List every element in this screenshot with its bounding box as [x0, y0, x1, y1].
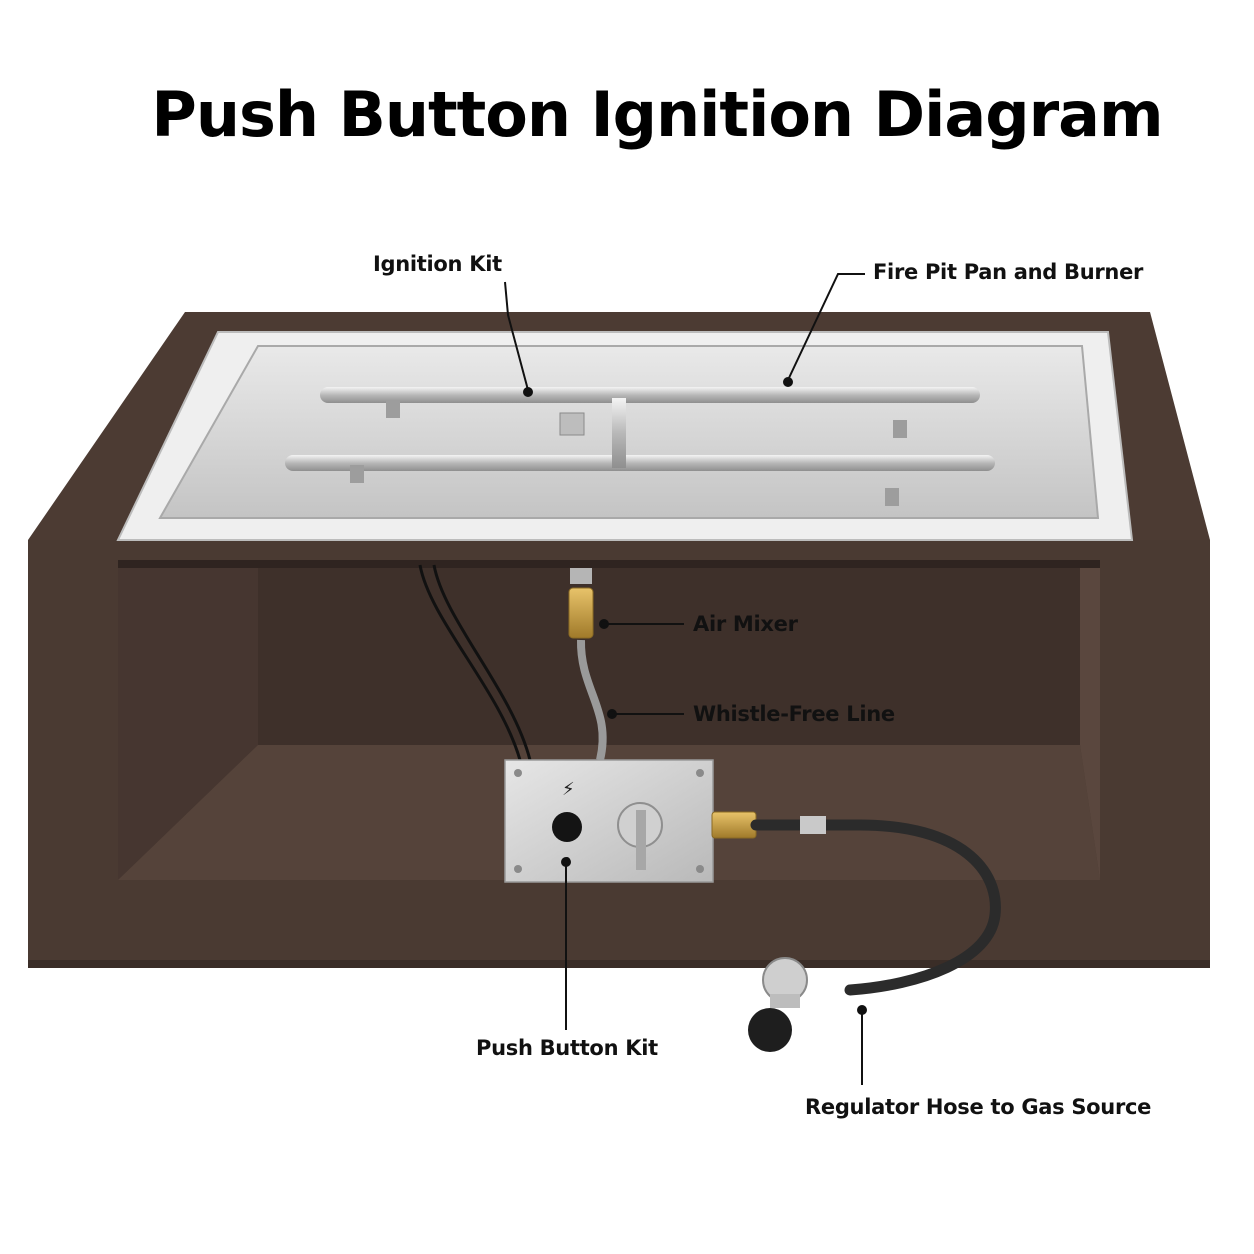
- regulator-hose: [750, 819, 1001, 996]
- valve-brass-fitting: [711, 811, 757, 839]
- callout-push-button-kit: Push Button Kit: [476, 1036, 658, 1060]
- whistle-free-line: [576, 639, 607, 761]
- air-mixer-fitting: [568, 587, 594, 639]
- ignition-push-button: [552, 812, 582, 842]
- diagram-title: Push Button Ignition Diagram: [151, 78, 1163, 151]
- burner-leg-2: [893, 420, 907, 438]
- gas-line-assembly: [568, 568, 607, 761]
- callout-air-mixer: Air Mixer: [693, 612, 798, 636]
- spark-icon: ⚡: [562, 779, 575, 800]
- cavity-back-wall: [258, 565, 1080, 745]
- burner-pipe-rear: [320, 387, 980, 403]
- burner-leg-4: [885, 488, 899, 506]
- tank-connector-knob: [748, 1008, 792, 1052]
- burner-leg-1: [386, 400, 400, 418]
- regulator-hose-assembly: [748, 816, 1001, 1052]
- leader-fire-pit-pan: [787, 273, 865, 381]
- cavity-top-ledge: [118, 560, 1100, 568]
- burner-leg-3: [350, 465, 364, 483]
- cavity-right-wall: [1080, 565, 1100, 880]
- burner-pipe-front: [285, 455, 995, 471]
- control-plate: [504, 759, 714, 883]
- enclosure-front-bottom-edge: [28, 960, 1210, 968]
- burner-pipe-connector: [612, 398, 626, 468]
- ignition-wires: [418, 564, 532, 761]
- pan-basin: [158, 345, 1100, 519]
- ignition-kit-bracket: [559, 412, 585, 436]
- air-mixer-nipple: [570, 568, 592, 584]
- leader-ignition-kit: [504, 281, 529, 391]
- callout-regulator-hose: Regulator Hose to Gas Source: [805, 1095, 1152, 1119]
- burner: [285, 387, 995, 506]
- callout-ignition-kit: Ignition Kit: [373, 252, 502, 276]
- callout-fire-pit-pan-and-burner: Fire Pit Pan and Burner: [873, 260, 1144, 284]
- callout-leaders: [504, 273, 867, 1085]
- callout-whistle-free-line: Whistle-Free Line: [693, 702, 895, 726]
- push-button-panel: ⚡: [504, 759, 757, 883]
- cavity-left-wall: [118, 565, 258, 880]
